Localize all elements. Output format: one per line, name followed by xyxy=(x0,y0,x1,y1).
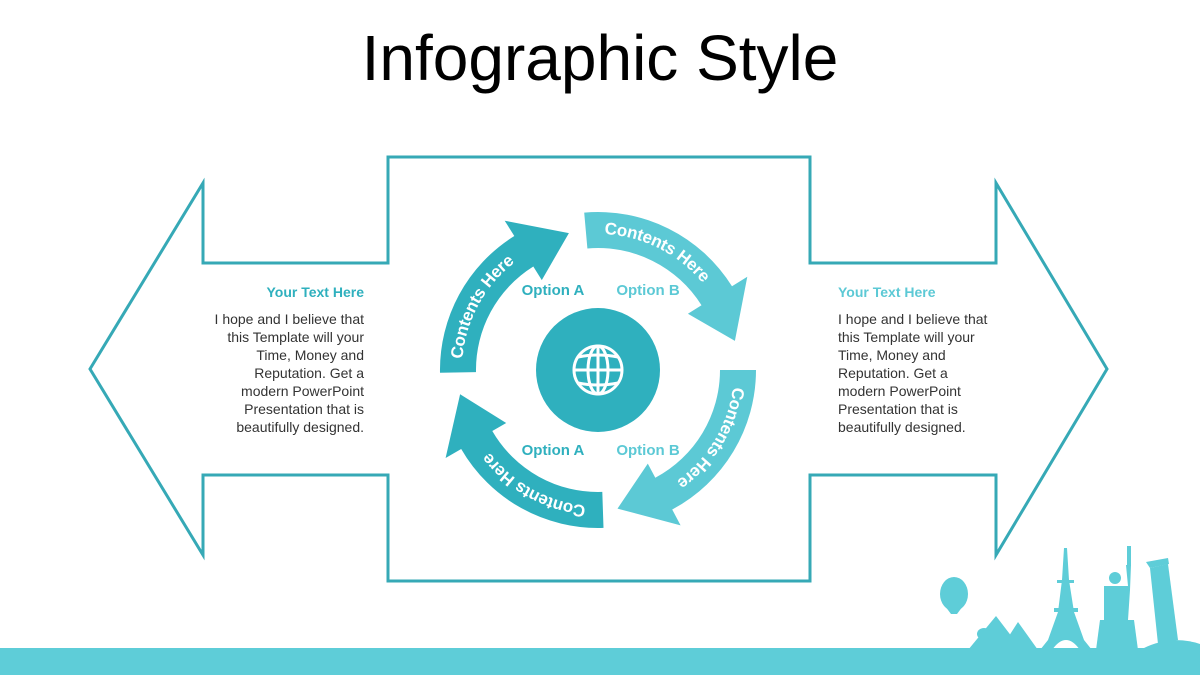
right-body-text: I hope and I believe that this Template … xyxy=(838,311,988,435)
cycle-arrow-top-left xyxy=(439,220,569,373)
double-arrow-outline xyxy=(88,155,1109,583)
left-heading: Your Text Here xyxy=(266,284,364,300)
right-text-block: Your Text Here I hope and I believe that… xyxy=(838,283,988,436)
option-label-top-right: Option B xyxy=(616,282,679,299)
left-body-text: I hope and I believe that this Template … xyxy=(214,311,364,435)
option-label-bottom-left: Option A xyxy=(522,442,585,459)
statue-of-liberty-icon xyxy=(1096,546,1138,650)
globe-icon xyxy=(572,344,624,396)
hot-air-balloon-icon xyxy=(940,577,968,614)
leaning-tower-icon xyxy=(1140,558,1200,650)
cycle-arrow-bottom-left xyxy=(445,394,604,528)
skyline xyxy=(940,546,1200,650)
footer-band xyxy=(0,648,1200,675)
left-text-block: Your Text Here I hope and I believe that… xyxy=(214,283,364,436)
cycle-arrow-top-right xyxy=(584,211,748,341)
option-label-top-left: Option A xyxy=(522,282,585,299)
right-heading: Your Text Here xyxy=(838,284,936,300)
pyramids-icon xyxy=(968,616,1038,650)
eiffel-tower-icon xyxy=(1040,548,1092,650)
cycle-arrow-bottom-right xyxy=(617,370,756,526)
option-label-bottom-right: Option B xyxy=(616,442,679,459)
page-title: Infographic Style xyxy=(361,22,839,94)
